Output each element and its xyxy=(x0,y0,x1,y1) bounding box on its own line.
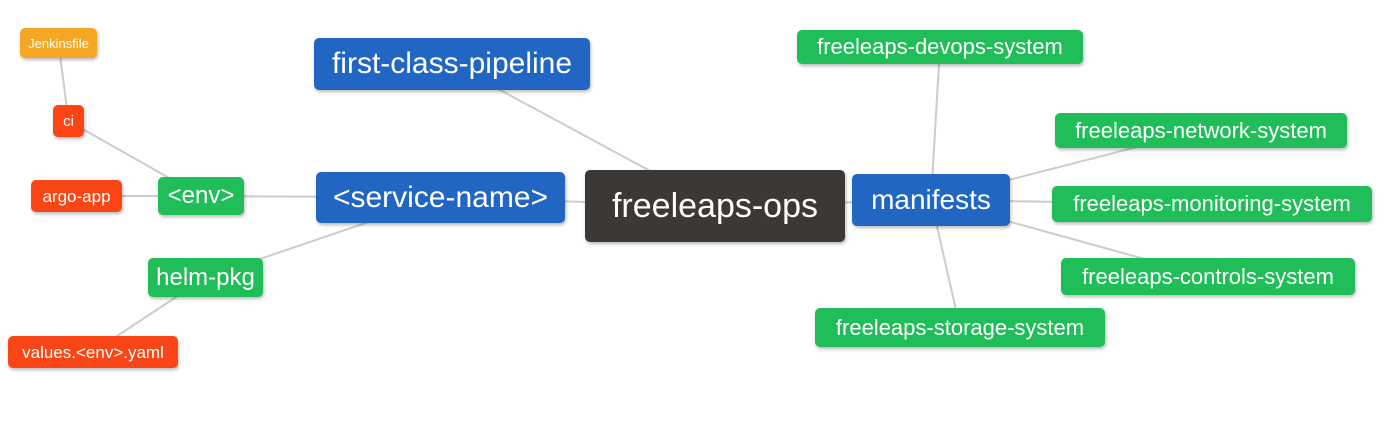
node-freeleaps-ops[interactable]: freeleaps-ops xyxy=(585,170,845,242)
node-controls-system[interactable]: freeleaps-controls-system xyxy=(1061,258,1355,295)
node-label: argo-app xyxy=(42,186,111,206)
node-label: helm-pkg xyxy=(156,263,255,291)
node-label: <env> xyxy=(167,182,235,209)
node-label: <service-name> xyxy=(332,180,549,214)
node-label: freeleaps-controls-system xyxy=(1082,263,1334,289)
node-devops-system[interactable]: freeleaps-devops-system xyxy=(797,30,1083,64)
node-label: freeleaps-network-system xyxy=(1075,117,1327,143)
node-values-env-yaml[interactable]: values.<env>.yaml xyxy=(8,336,178,368)
node-argo-app[interactable]: argo-app xyxy=(31,180,122,212)
node-jenkinsfile[interactable]: Jenkinsfile xyxy=(20,28,97,58)
node-first-class-pipeline[interactable]: first-class-pipeline xyxy=(314,38,590,90)
node-network-system[interactable]: freeleaps-network-system xyxy=(1055,113,1347,148)
node-helm-pkg[interactable]: helm-pkg xyxy=(148,258,263,297)
node-label: freeleaps-devops-system xyxy=(817,34,1063,59)
node-label: freeleaps-ops xyxy=(611,187,818,225)
node-label: values.<env>.yaml xyxy=(22,342,164,362)
node-ci[interactable]: ci xyxy=(53,105,84,137)
node-env[interactable]: <env> xyxy=(158,177,244,215)
node-label: ci xyxy=(63,112,74,130)
node-label: Jenkinsfile xyxy=(28,35,89,51)
node-label: freeleaps-storage-system xyxy=(835,314,1085,340)
node-manifests[interactable]: manifests xyxy=(852,174,1010,226)
node-label: manifests xyxy=(871,184,991,215)
node-storage-system[interactable]: freeleaps-storage-system xyxy=(815,308,1105,347)
node-service-name[interactable]: <service-name> xyxy=(316,172,565,223)
node-label: freeleaps-monitoring-system xyxy=(1073,191,1351,216)
node-label: first-class-pipeline xyxy=(331,47,573,80)
node-monitoring-system[interactable]: freeleaps-monitoring-system xyxy=(1052,186,1372,222)
